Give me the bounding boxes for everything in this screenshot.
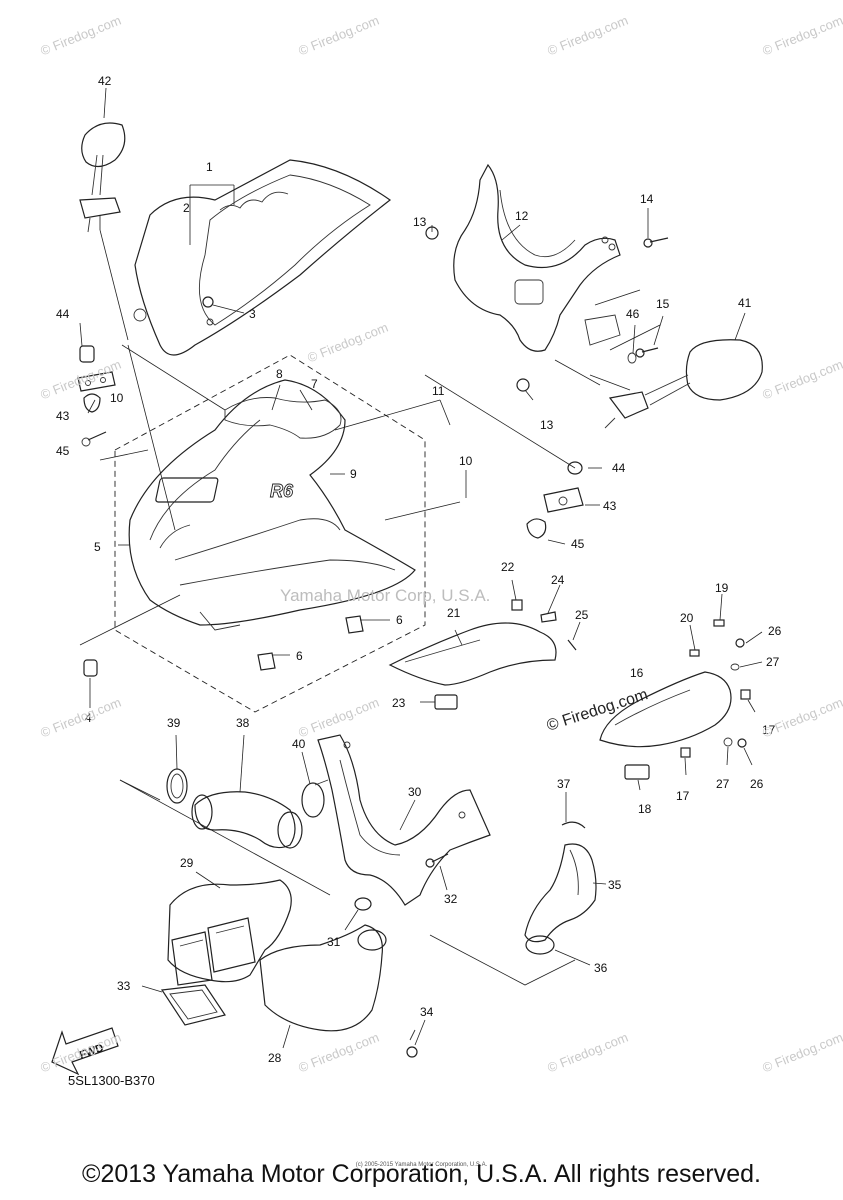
callout: 10 [110, 391, 124, 405]
windshield[interactable] [133, 159, 392, 356]
collar-31[interactable] [354, 897, 372, 911]
callout: 43 [603, 499, 617, 513]
callout: 29 [180, 856, 194, 870]
clips-22-24-25[interactable] [511, 599, 577, 651]
parts-diagram: R6 [51, 74, 782, 1076]
callout: 33 [117, 979, 131, 993]
callout: 9 [350, 467, 357, 481]
nuts-13[interactable] [425, 226, 530, 392]
callout: 1 [206, 160, 213, 174]
clamp-40[interactable] [301, 779, 329, 818]
bolts-14-15-46[interactable] [627, 237, 669, 364]
damper-4[interactable] [83, 659, 98, 677]
callout: 8 [276, 367, 283, 381]
callout: 7 [311, 377, 318, 391]
callout: 13 [540, 418, 554, 432]
callout-labels: 1 2 3 4 5 6 6 7 8 9 10 10 11 12 13 13 14… [56, 74, 782, 1065]
callout: 32 [444, 892, 458, 906]
callout: 20 [680, 611, 694, 625]
callout: 6 [396, 613, 403, 627]
callout: 41 [738, 296, 752, 310]
parts-43-44-45-right[interactable] [526, 461, 584, 539]
callout: 43 [56, 409, 70, 423]
r6-emblem-text: R6 [270, 481, 294, 501]
clamp-37[interactable] [561, 821, 586, 829]
callout: 38 [236, 716, 250, 730]
cowling-stay-12[interactable] [453, 163, 621, 352]
callout: 15 [656, 297, 670, 311]
air-intake-29[interactable] [167, 879, 292, 986]
front-cowling[interactable] [128, 379, 416, 631]
callout: 24 [551, 573, 565, 587]
callout: 26 [750, 777, 764, 791]
seal-33[interactable] [160, 984, 226, 1026]
clips-6[interactable] [257, 615, 364, 671]
callout: 4 [85, 711, 92, 725]
callout: 19 [715, 581, 729, 595]
callout: 3 [249, 307, 256, 321]
callout: 5 [94, 540, 101, 554]
callout: 18 [638, 802, 652, 816]
band-39[interactable] [166, 768, 188, 804]
cowling-boundary [114, 354, 426, 713]
callout: 44 [612, 461, 626, 475]
leader-lines [79, 87, 763, 1049]
callout: 36 [594, 961, 608, 975]
r6-emblem[interactable]: R6 [155, 477, 294, 503]
duct-28[interactable] [259, 924, 387, 1032]
footer-copyright: ©2013 Yamaha Motor Corporation, U.S.A. A… [82, 1160, 761, 1188]
screw-3[interactable] [202, 296, 214, 326]
callout: 31 [327, 935, 341, 949]
band-36[interactable] [525, 935, 555, 955]
callout: 45 [56, 444, 70, 458]
graphic-decal-7-8[interactable] [224, 397, 342, 439]
callout: 44 [56, 307, 70, 321]
callout: 42 [98, 74, 112, 88]
parts-43-44-45-left[interactable] [77, 345, 116, 447]
callout: 46 [626, 307, 640, 321]
callout: 21 [447, 606, 461, 620]
callout: 26 [768, 624, 782, 638]
diagram-code: 5SL1300-B370 [68, 1073, 155, 1088]
watermark-center: Yamaha Motor Corp, U.S.A. [280, 586, 491, 605]
callout: 12 [515, 209, 529, 223]
tiny-copyright: (c) 2005-2015 Yamaha Motor Corporation, … [355, 1162, 488, 1168]
callout: 27 [766, 655, 780, 669]
air-duct-35[interactable] [524, 843, 597, 943]
callout: 25 [575, 608, 589, 622]
inner-panel-16[interactable] [599, 671, 732, 780]
bolt-34[interactable] [406, 1029, 418, 1058]
callout: 39 [167, 716, 181, 730]
callout: 35 [608, 878, 622, 892]
inner-panel-21[interactable] [388, 622, 557, 710]
callout: 30 [408, 785, 422, 799]
bracket-30[interactable] [317, 734, 491, 906]
bolt-32[interactable] [425, 853, 449, 868]
callout: 28 [268, 1051, 282, 1065]
callout: 6 [296, 649, 303, 663]
callout: 14 [640, 192, 654, 206]
callout: 23 [392, 696, 406, 710]
callout: 27 [716, 777, 730, 791]
parts-17-19-20-26-27[interactable] [680, 619, 751, 758]
air-duct-38[interactable] [191, 791, 303, 849]
callout: 13 [413, 215, 427, 229]
callout: 2 [183, 201, 190, 215]
callout: 11 [432, 384, 445, 398]
callout: 10 [459, 454, 473, 468]
callout: 16 [630, 666, 644, 680]
callout: 45 [571, 537, 585, 551]
callout: 37 [557, 777, 571, 791]
mirror-left[interactable] [79, 122, 126, 233]
callout: 17 [762, 723, 776, 737]
callout: 34 [420, 1005, 434, 1019]
callout: 22 [501, 560, 515, 574]
callout: 17 [676, 789, 690, 803]
mirror-right[interactable] [604, 339, 763, 429]
callout: 40 [292, 737, 306, 751]
